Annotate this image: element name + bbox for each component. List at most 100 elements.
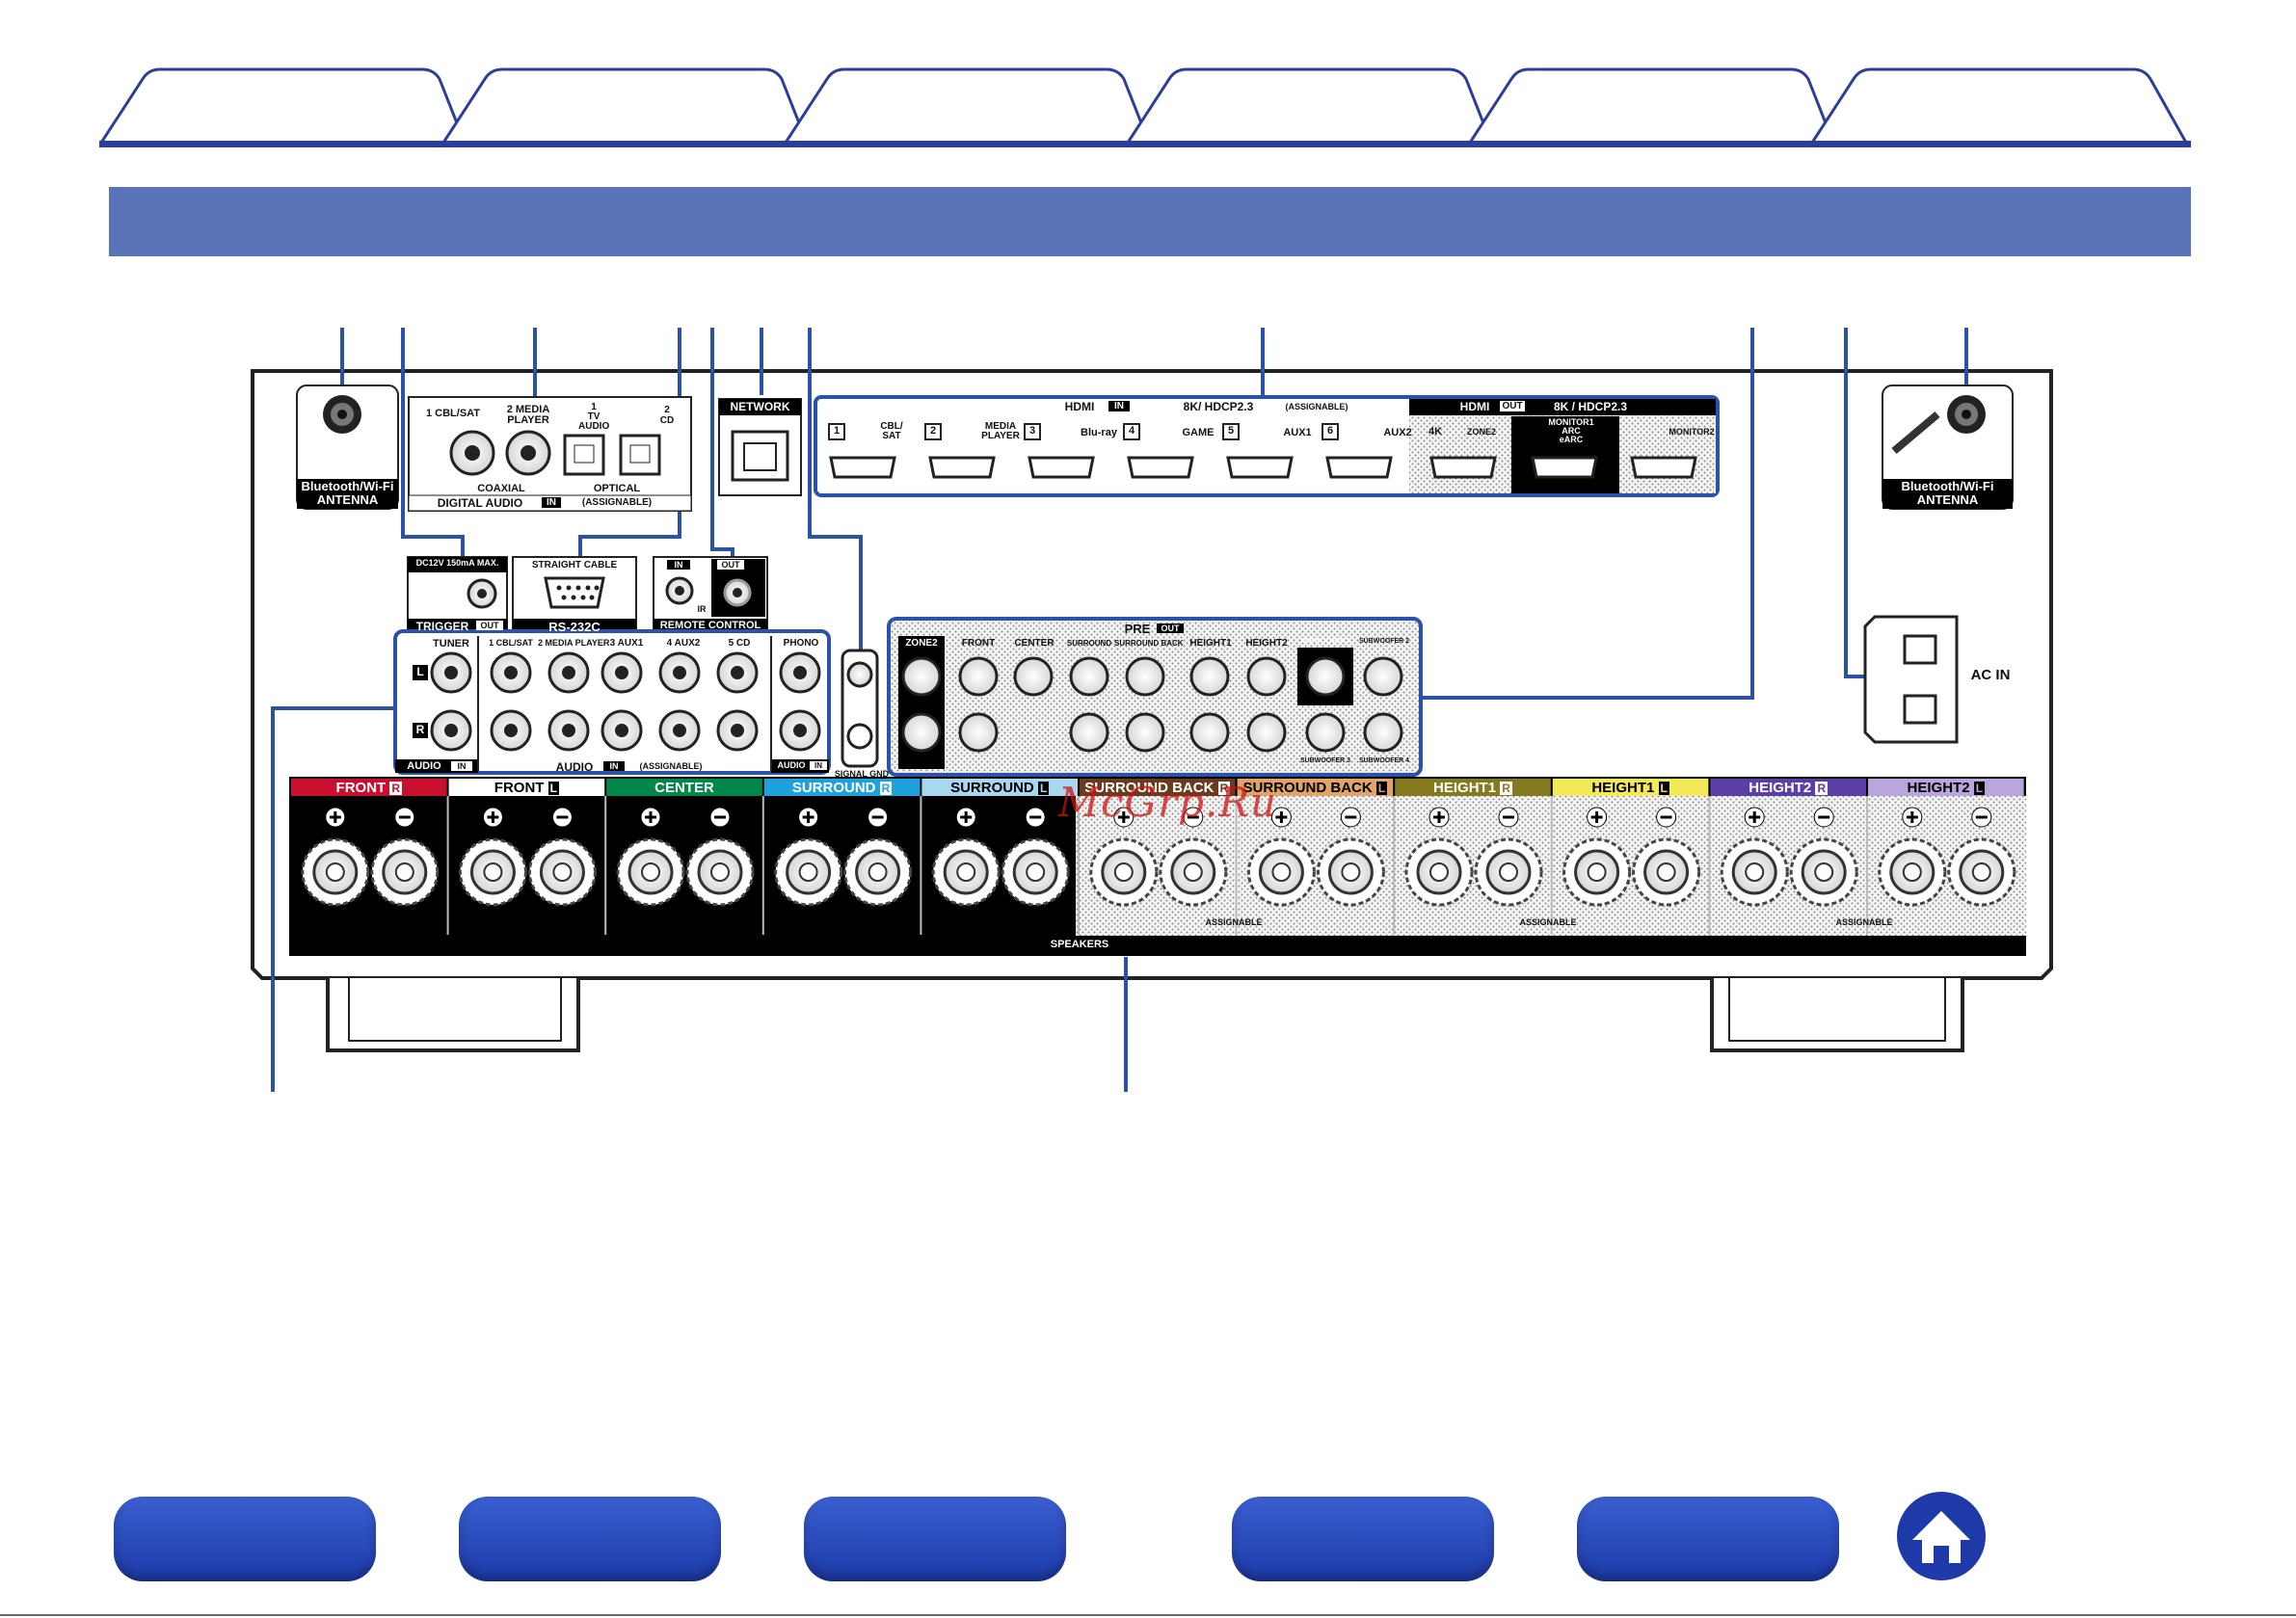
hdmi-in-tag: IN	[1108, 401, 1130, 411]
pre-surround: SURROUND	[1066, 639, 1112, 648]
nav-button-5[interactable]	[1577, 1497, 1839, 1581]
optical-label: OPTICAL	[593, 483, 641, 494]
speaker-post-0-minus[interactable]	[370, 807, 440, 907]
pre-subwoofer-4: SUBWOOFER 4	[1358, 757, 1410, 764]
rs232-label: RS-232C	[548, 620, 601, 634]
speaker-channel-name: FRONT	[335, 780, 390, 796]
speaker-header-10	[1868, 779, 2024, 796]
rs232-top-label: STRAIGHT CABLE	[531, 560, 618, 570]
antenna-right-label: Bluetooth/Wi-Fi ANTENNA	[1901, 479, 1994, 507]
speaker-post-2-minus[interactable]	[685, 807, 755, 907]
trigger-spec: DC12V 150mA MAX.	[415, 558, 499, 568]
hdmi-in-2-num: 2	[929, 425, 937, 437]
ac-in-label: AC IN	[1970, 667, 2011, 683]
hdmi-out-monitor1: MONITOR1 ARC eARC	[1548, 417, 1594, 444]
nav-button-2[interactable]	[459, 1497, 721, 1581]
speaker-channel-side: L	[1973, 782, 1986, 795]
speaker-channel-name: HEIGHT2	[1907, 780, 1974, 796]
speaker-post-4-minus[interactable]	[1001, 807, 1070, 907]
speaker-post-4-plus[interactable]	[931, 807, 1001, 907]
speaker-post-1-minus[interactable]	[527, 807, 597, 907]
analog-in-2: 2 MEDIA PLAYER	[538, 638, 610, 648]
speaker-channel-label-9: HEIGHT2 R	[1710, 780, 1866, 796]
hdmi-out-zone2: ZONE2	[1466, 427, 1496, 437]
optical-1-label: 1 TV AUDIO	[578, 402, 610, 432]
audio-in-assignable: (ASSIGNABLE)	[639, 761, 703, 771]
remote-out-tag: OUT	[717, 560, 744, 570]
speaker-post-6-minus[interactable]	[1316, 807, 1385, 907]
pre-subwoofer-2: SUBWOOFER 2	[1358, 638, 1410, 645]
speaker-post-10-minus[interactable]	[1947, 807, 2016, 907]
speaker-post-5-plus[interactable]	[1089, 807, 1159, 907]
hdmi-in-title: HDMI	[1064, 400, 1095, 413]
pre-out[interactable]	[887, 617, 1423, 777]
audio-in-label: AUDIO	[555, 760, 594, 774]
speaker-channel-side: R	[1500, 782, 1512, 795]
speakers-label: SPEAKERS	[1050, 939, 1109, 950]
speaker-channel-label-5: SURROUND BACK R	[1080, 780, 1236, 796]
speaker-header-8	[1552, 779, 1709, 796]
hdmi-out-title: HDMI	[1459, 400, 1490, 413]
top-tabs[interactable]	[99, 67, 2188, 144]
speaker-post-7-plus[interactable]	[1404, 807, 1474, 907]
speaker-post-9-plus[interactable]	[1720, 807, 1789, 907]
speaker-channel-name: CENTER	[654, 780, 714, 796]
analog-l-label: L	[416, 665, 424, 678]
network-port[interactable]	[718, 398, 802, 496]
speaker-channel-name: HEIGHT1	[1433, 780, 1501, 796]
home-icon[interactable]	[1897, 1492, 1986, 1580]
speaker-terminals[interactable]	[289, 777, 2026, 956]
digital-audio-in[interactable]	[408, 396, 692, 512]
coaxial-label: COAXIAL	[477, 483, 525, 494]
hdmi-in-4-num: 4	[1128, 425, 1135, 437]
remote-label: REMOTE CONTROL	[659, 620, 761, 631]
speaker-post-2-plus[interactable]	[616, 807, 685, 907]
ac-inlet[interactable]	[1863, 615, 1959, 744]
speaker-post-7-minus[interactable]	[1474, 807, 1543, 907]
pre-out-tag: OUT	[1157, 623, 1184, 633]
speaker-channel-side: R	[879, 782, 893, 795]
speaker-channel-side: L	[547, 782, 559, 795]
speaker-post-1-plus[interactable]	[458, 807, 527, 907]
hdmi-out-4k: 4K	[1428, 426, 1443, 438]
pre-subwoofer-3: SUBWOOFER 3	[1299, 757, 1351, 764]
pre-out-title: PRE	[1124, 622, 1151, 636]
speaker-post-0-plus[interactable]	[301, 807, 370, 907]
digital-audio-label: DIGITAL AUDIO	[437, 496, 523, 510]
speaker-post-6-plus[interactable]	[1246, 807, 1316, 907]
speaker-channel-label-10: HEIGHT2 L	[1868, 780, 2024, 796]
speaker-channel-side: R	[1217, 782, 1231, 795]
speaker-header-2	[606, 779, 762, 796]
hdmi-panel[interactable]	[814, 395, 1720, 497]
audio-in-tag: IN	[603, 761, 625, 771]
analog-audio-in[interactable]	[393, 629, 879, 775]
hdmi-out-tag: OUT	[1500, 401, 1525, 411]
antenna-left[interactable]	[296, 385, 399, 510]
antenna-right[interactable]	[1882, 385, 2014, 510]
hdmi-out-spec: 8K / HDCP2.3	[1553, 400, 1628, 413]
speaker-post-10-plus[interactable]	[1878, 807, 1947, 907]
nav-button-3[interactable]	[804, 1497, 1066, 1581]
digital-audio-in-tag: IN	[542, 497, 561, 508]
speaker-post-8-plus[interactable]	[1562, 807, 1632, 907]
speaker-channel-side: R	[1815, 782, 1829, 795]
speaker-post-3-plus[interactable]	[774, 807, 843, 907]
speaker-post-3-minus[interactable]	[843, 807, 913, 907]
pre-front: FRONT	[961, 638, 996, 649]
trigger-out-tag: OUT	[476, 621, 503, 630]
speaker-post-9-minus[interactable]	[1789, 807, 1858, 907]
antenna-left-label: Bluetooth/Wi-Fi ANTENNA	[301, 479, 394, 507]
speaker-assignable-1: ASSIGNABLE	[1205, 917, 1263, 927]
nav-button-1[interactable]	[114, 1497, 376, 1581]
speaker-post-8-minus[interactable]	[1632, 807, 1701, 907]
trigger-label: TRIGGER	[415, 620, 469, 633]
phono-audio-label: AUDIO	[777, 760, 806, 770]
speaker-channel-name: SURROUND	[950, 780, 1038, 796]
tuner-label: TUNER	[433, 638, 469, 650]
nav-button-4[interactable]	[1232, 1497, 1494, 1581]
speaker-assignable-2: ASSIGNABLE	[1519, 917, 1577, 927]
optical-2-label: 2 CD	[659, 405, 675, 426]
watermark: McGrp.Ru	[1058, 779, 1278, 826]
hdmi-in-6-name: AUX2	[1383, 427, 1412, 438]
speaker-post-5-minus[interactable]	[1159, 807, 1228, 907]
